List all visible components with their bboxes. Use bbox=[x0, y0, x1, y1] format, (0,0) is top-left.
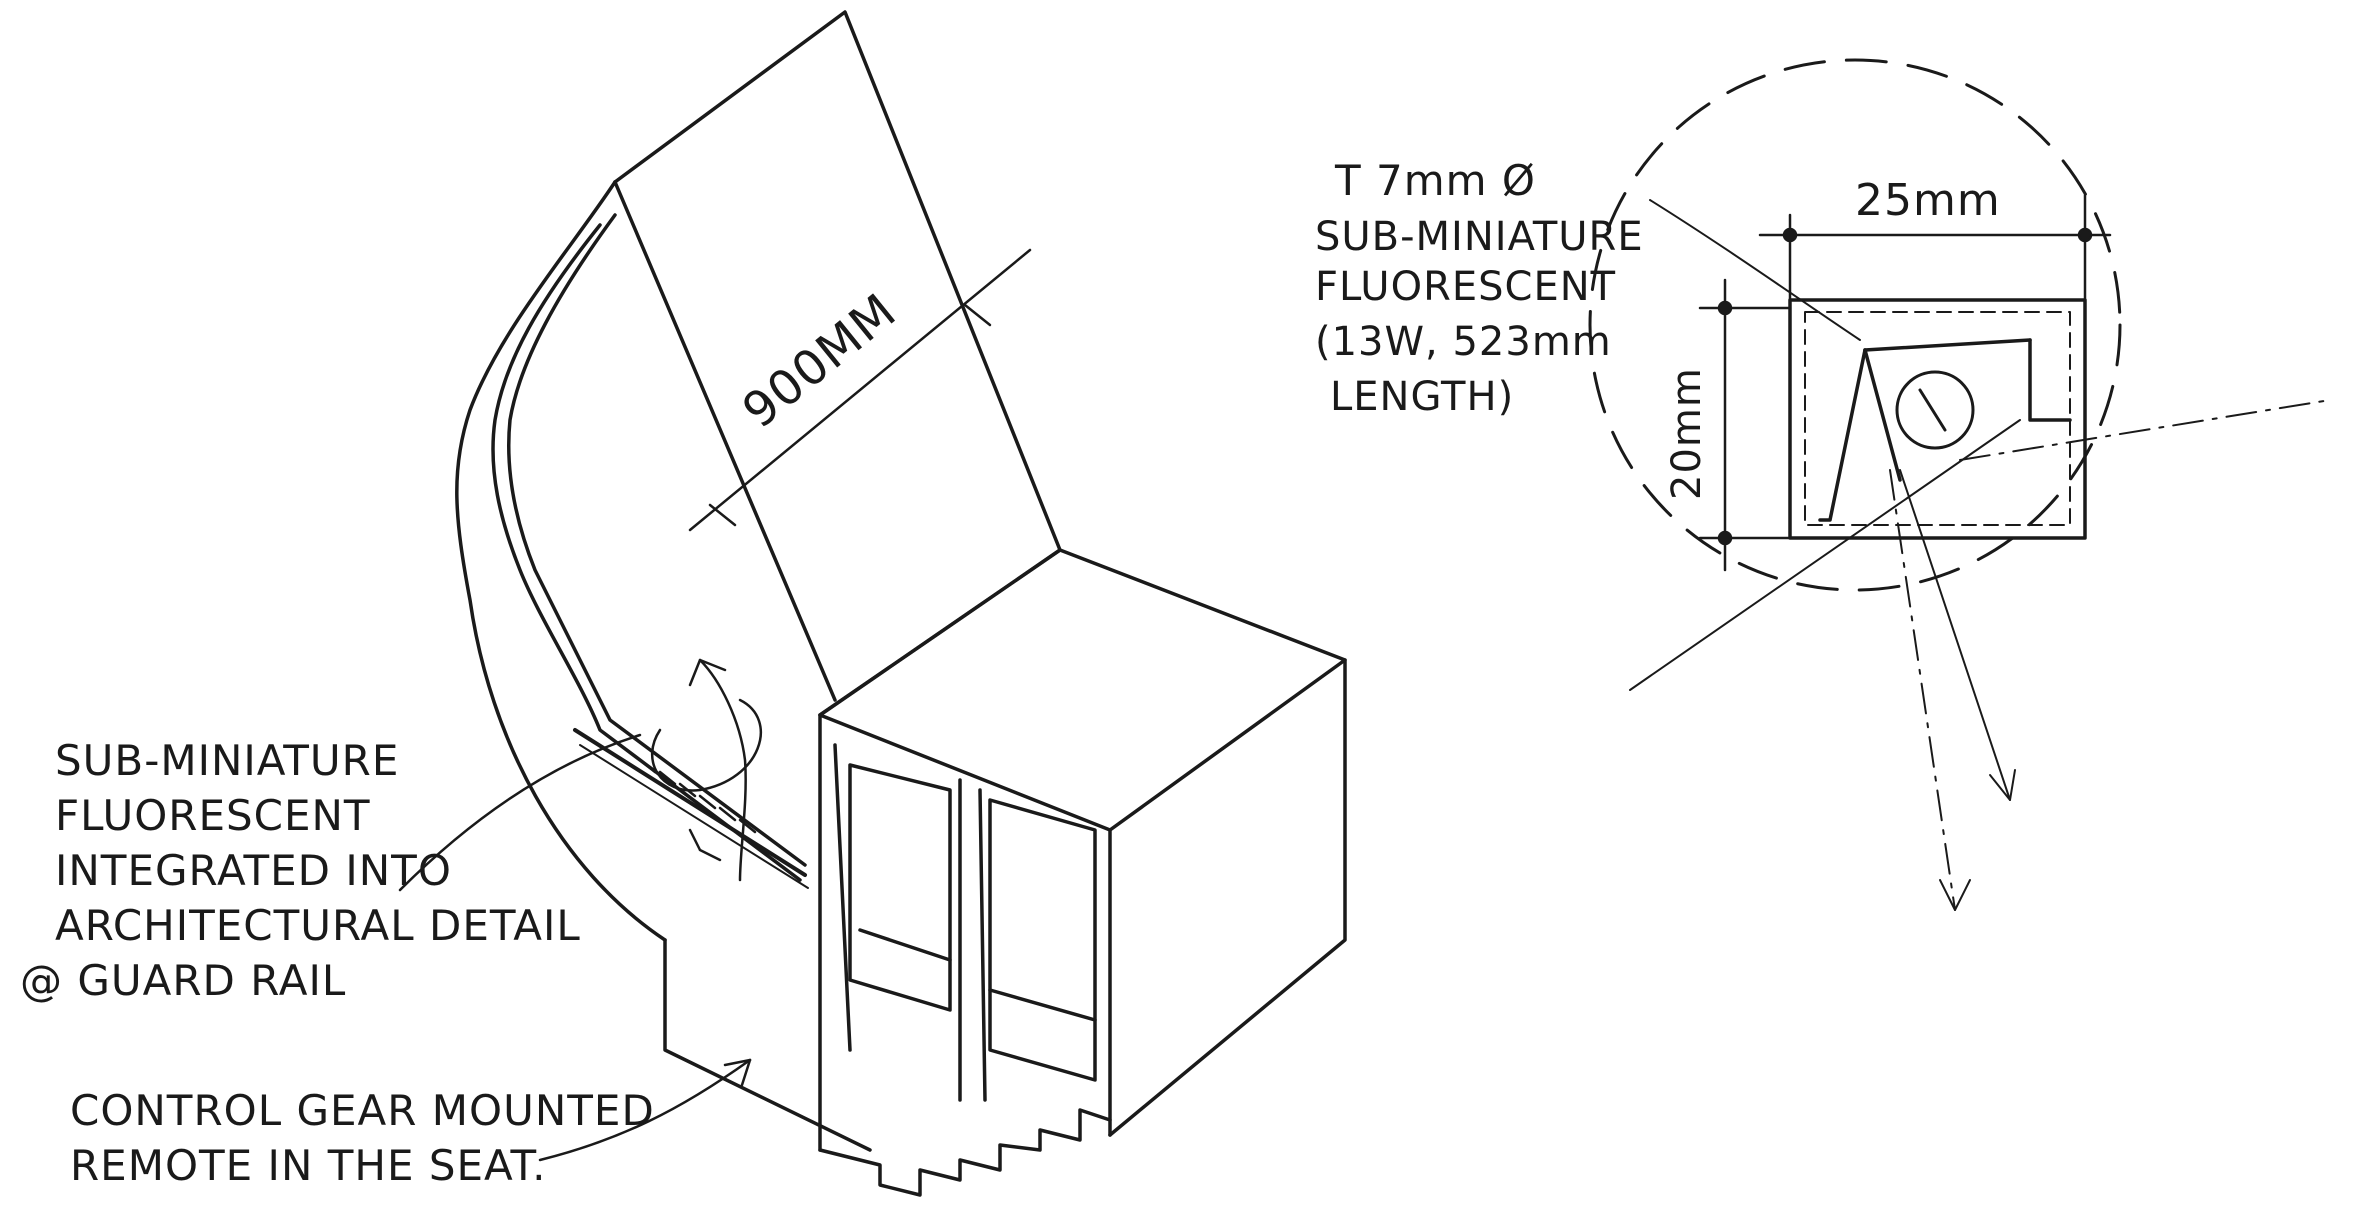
bottom-note-line-2: REMOTE IN THE SEAT. bbox=[70, 1141, 547, 1190]
lamp-note-line-5: LENGTH) bbox=[1330, 374, 1514, 420]
left-note-leader bbox=[398, 733, 642, 892]
bottom-note-line-1: CONTROL GEAR MOUNTED bbox=[70, 1086, 655, 1135]
light-beam-lines bbox=[1629, 199, 2331, 911]
lamp-note-line-3: FLUORESCENT bbox=[1315, 264, 1616, 310]
left-note-line-2: FLUORESCENT bbox=[55, 791, 371, 840]
left-note-line-3: INTEGRATED INTO bbox=[55, 846, 452, 895]
dimension-900-line bbox=[688, 248, 1032, 532]
lamp-note-line-1: T 7mm Ø bbox=[1334, 156, 1536, 205]
lamp-tube bbox=[1895, 370, 1975, 450]
lamp-note: T 7mm Ø SUB-MINIATURE FLUORESCENT (13W, … bbox=[1315, 156, 1644, 420]
left-note-line-5: @ GUARD RAIL bbox=[20, 956, 346, 1005]
light-spread-arrows bbox=[650, 658, 762, 882]
dimension-20-line bbox=[1698, 278, 1792, 572]
seat-isometric bbox=[455, 10, 1347, 1197]
dimension-25-line bbox=[1758, 193, 2112, 302]
left-note: SUB-MINIATURE FLUORESCENT INTEGRATED INT… bbox=[20, 736, 581, 1005]
left-note-line-1: SUB-MINIATURE bbox=[55, 736, 399, 785]
detail-circle bbox=[1588, 58, 2122, 592]
lamp-note-line-4: (13W, 523mm bbox=[1315, 319, 1612, 365]
dimension-20-label: 20mm bbox=[1664, 367, 1710, 500]
bottom-note-arrowhead bbox=[723, 1058, 752, 1087]
lamp-housing-section bbox=[1788, 298, 2087, 540]
bottom-note: CONTROL GEAR MOUNTED REMOTE IN THE SEAT. bbox=[70, 1086, 655, 1190]
bottom-note-leader bbox=[538, 1058, 752, 1162]
left-note-line-4: ARCHITECTURAL DETAIL bbox=[55, 901, 581, 950]
lamp-filament bbox=[1918, 388, 1947, 432]
dimension-900-label: 900MM bbox=[732, 283, 907, 439]
dimension-25-label: 25mm bbox=[1855, 175, 2001, 226]
lamp-note-line-2: SUB-MINIATURE bbox=[1315, 214, 1644, 260]
